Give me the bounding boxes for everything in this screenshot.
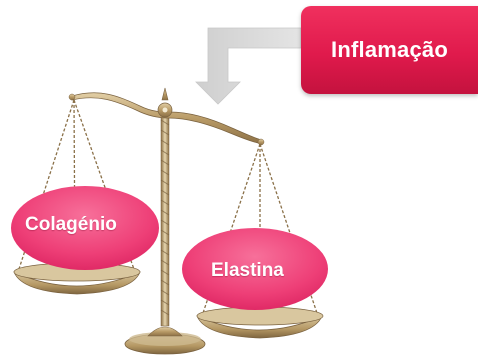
inflammation-badge: Inflamação (301, 6, 478, 94)
collagen-label: Colagénio (25, 214, 117, 236)
right-pan (197, 307, 323, 338)
elastin-label: Elastina (211, 260, 284, 282)
down-arrow-icon (196, 28, 301, 104)
inflammation-label: Inflamação (331, 37, 448, 63)
